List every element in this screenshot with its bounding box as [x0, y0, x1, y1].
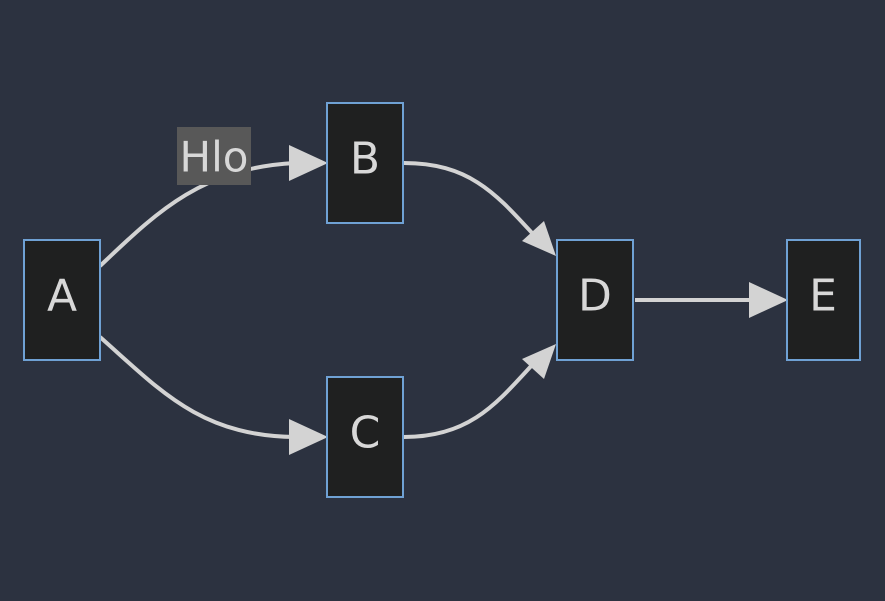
node-c-label: C: [350, 408, 381, 459]
edge-label-a-b-text: Hlo: [180, 133, 249, 182]
edge-a-c: [98, 335, 328, 455]
node-c: C: [326, 376, 404, 498]
edge-c-d: [403, 344, 556, 439]
node-d: D: [556, 239, 634, 361]
edge-label-a-b: Hlo: [177, 127, 251, 185]
node-b-label: B: [350, 134, 380, 185]
edge-d-e: [635, 282, 788, 318]
node-a: A: [23, 239, 101, 361]
node-e-label: E: [809, 271, 837, 322]
edge-a-b: [98, 145, 328, 268]
node-e: E: [786, 239, 861, 361]
node-a-label: A: [47, 271, 77, 322]
node-d-label: D: [578, 271, 612, 322]
node-b: B: [326, 102, 404, 224]
edge-b-d: [403, 161, 556, 256]
